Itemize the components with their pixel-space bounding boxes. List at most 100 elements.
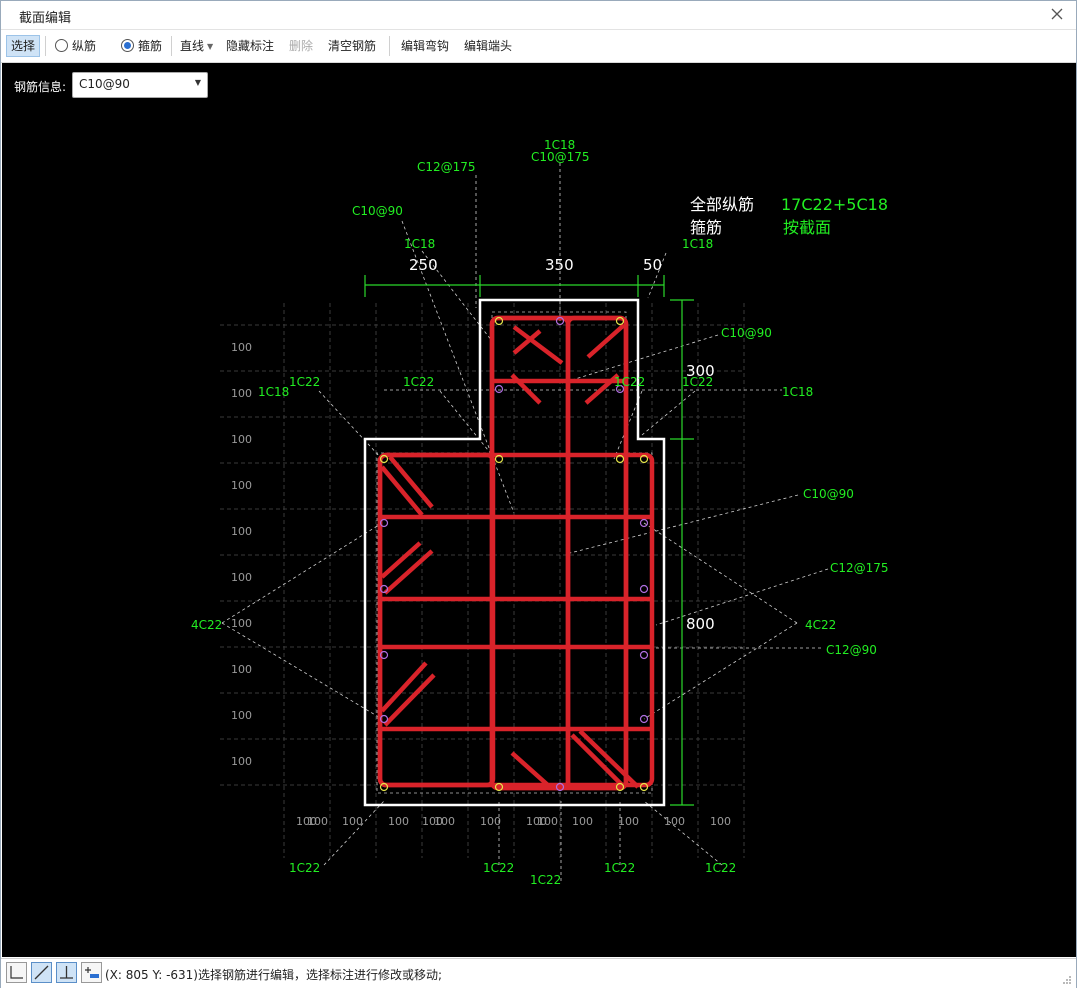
- label-c12-90-right[interactable]: C12@90: [826, 643, 877, 657]
- grid-value: 100: [231, 341, 252, 354]
- rebar-points[interactable]: [379, 316, 649, 792]
- title-bar: 截面编辑: [1, 1, 1076, 30]
- label-1c22-bottom-c[interactable]: 1C22: [530, 873, 561, 887]
- leader-line: [643, 522, 798, 624]
- diagonal-line-icon: [34, 965, 49, 980]
- bar-point-c22: [494, 316, 504, 326]
- label-4c22-right[interactable]: 4C22: [805, 618, 836, 632]
- grid-value: 100: [422, 815, 443, 828]
- bar-point-c22: [379, 782, 389, 792]
- grid-value: 100: [231, 663, 252, 676]
- label-c10-90-top[interactable]: C10@90: [352, 204, 403, 218]
- rebar-layer[interactable]: [377, 315, 655, 791]
- label-1c22-left-b[interactable]: 1C22: [403, 375, 434, 389]
- all-long-label: 全部纵筋: [690, 195, 754, 214]
- rebar-info-select[interactable]: C10@90 ▼: [72, 72, 208, 98]
- leader-line: [221, 622, 383, 720]
- bar-point-c18: [379, 518, 389, 528]
- grid-value: 100: [231, 617, 252, 630]
- grid-value: 100: [537, 815, 558, 828]
- label-1c22-left-a[interactable]: 1C22: [289, 375, 320, 389]
- label-top-1c18[interactable]: 1C18: [544, 138, 575, 152]
- bar-point-c18: [615, 384, 625, 394]
- hook-rebar: [383, 549, 434, 595]
- bar-point-c22: [615, 454, 625, 464]
- grid-value: 100: [231, 387, 252, 400]
- grid-value: 100: [231, 433, 252, 446]
- leader-line: [323, 800, 385, 866]
- bar-point-c22: [494, 782, 504, 792]
- hook-rebar: [586, 323, 626, 359]
- label-1c22-bottom-d[interactable]: 1C22: [604, 861, 635, 875]
- bar-point-c18: [639, 714, 649, 724]
- ortho-snap-button[interactable]: [6, 962, 27, 983]
- bar-point-c18: [379, 714, 389, 724]
- clear-rebar-button[interactable]: 清空钢筋: [328, 39, 377, 53]
- status-text: (X: 805 Y: -631)选择钢筋进行编辑，选择标注进行修改或移动;: [105, 968, 443, 982]
- label-1c18-left[interactable]: 1C18: [258, 385, 289, 399]
- leader-line: [569, 494, 799, 554]
- label-1c22-bottom-e[interactable]: 1C22: [705, 861, 736, 875]
- resize-grip-icon[interactable]: [1062, 975, 1072, 985]
- rebar-info-label: 钢筋信息:: [14, 80, 67, 94]
- label-1c22-right-b[interactable]: 1C22: [682, 375, 713, 389]
- close-icon[interactable]: [1048, 5, 1066, 23]
- line-dropdown[interactable]: 直线▼: [180, 36, 213, 56]
- dimension-lines[interactable]: [364, 275, 694, 806]
- label-1c18-upper-left[interactable]: 1C18: [404, 237, 435, 251]
- leader-lines: [221, 163, 829, 881]
- dim-800[interactable]: 800: [686, 615, 715, 633]
- label-c12-175-right[interactable]: C12@175: [830, 561, 889, 575]
- stirrup-rebar: [489, 315, 571, 791]
- line-snap-button[interactable]: [31, 962, 52, 983]
- label-1c18-upper-right[interactable]: 1C18: [682, 237, 713, 251]
- delete-button[interactable]: 删除: [289, 39, 314, 53]
- stirrup-label: 箍筋: [138, 39, 163, 53]
- hook-rebar: [512, 329, 542, 355]
- dim-300[interactable]: 300: [686, 362, 715, 380]
- stirrup-summary-value[interactable]: 按截面: [783, 218, 831, 237]
- toolbar: 选择 纵筋 箍筋 直线▼ 隐藏标注 删除 清空钢筋 编辑弯钩 编辑端头: [1, 30, 1076, 63]
- hook-rebar: [570, 733, 626, 789]
- dim-350[interactable]: 350: [545, 256, 574, 274]
- label-1c22-bottom-a[interactable]: 1C22: [289, 861, 320, 875]
- bar-point-c18: [639, 584, 649, 594]
- perpendicular-snap-button[interactable]: [56, 962, 77, 983]
- bar-point-c22: [639, 454, 649, 464]
- leader-line: [421, 250, 493, 342]
- dim-50[interactable]: 50: [643, 256, 662, 274]
- radio-off-icon: [55, 39, 68, 52]
- hook-rebar: [578, 729, 640, 789]
- leader-line: [643, 622, 798, 720]
- all-long-value[interactable]: 17C22+5C18: [781, 195, 888, 214]
- stirrup-radio[interactable]: 箍筋: [121, 36, 162, 56]
- hide-annotation-button[interactable]: 隐藏标注: [226, 39, 275, 53]
- longitudinal-label: 纵筋: [72, 39, 97, 53]
- toolbar-separator: [171, 36, 172, 56]
- add-point-button[interactable]: [81, 962, 102, 983]
- section-outline: [363, 298, 666, 807]
- label-c10-90-right-upper[interactable]: C10@90: [721, 326, 772, 340]
- label-4c22-left[interactable]: 4C22: [191, 618, 222, 632]
- label-1c22-bottom-b[interactable]: 1C22: [483, 861, 514, 875]
- edit-hook-button[interactable]: 编辑弯钩: [401, 39, 450, 53]
- label-1c22-right-a[interactable]: 1C22: [614, 375, 645, 389]
- leader-line: [401, 220, 515, 514]
- label-c12-175-top[interactable]: C12@175: [417, 160, 476, 174]
- label-1c18-right[interactable]: 1C18: [782, 385, 813, 399]
- toolbar-separator: [45, 36, 46, 56]
- bar-point-c22: [379, 454, 389, 464]
- stirrup-summary-label: 箍筋: [690, 218, 722, 237]
- grid-value: 100: [664, 815, 685, 828]
- dim-250[interactable]: 250: [409, 256, 438, 274]
- grid-value: 100: [618, 815, 639, 828]
- select-button[interactable]: 选择: [6, 35, 41, 57]
- edit-end-button[interactable]: 编辑端头: [464, 39, 513, 53]
- background-grid: [220, 303, 745, 858]
- longitudinal-radio[interactable]: 纵筋: [55, 36, 96, 56]
- label-top-c10-175[interactable]: C10@175: [531, 150, 590, 164]
- label-c10-90-right-mid[interactable]: C10@90: [803, 487, 854, 501]
- line-label: 直线: [180, 39, 205, 53]
